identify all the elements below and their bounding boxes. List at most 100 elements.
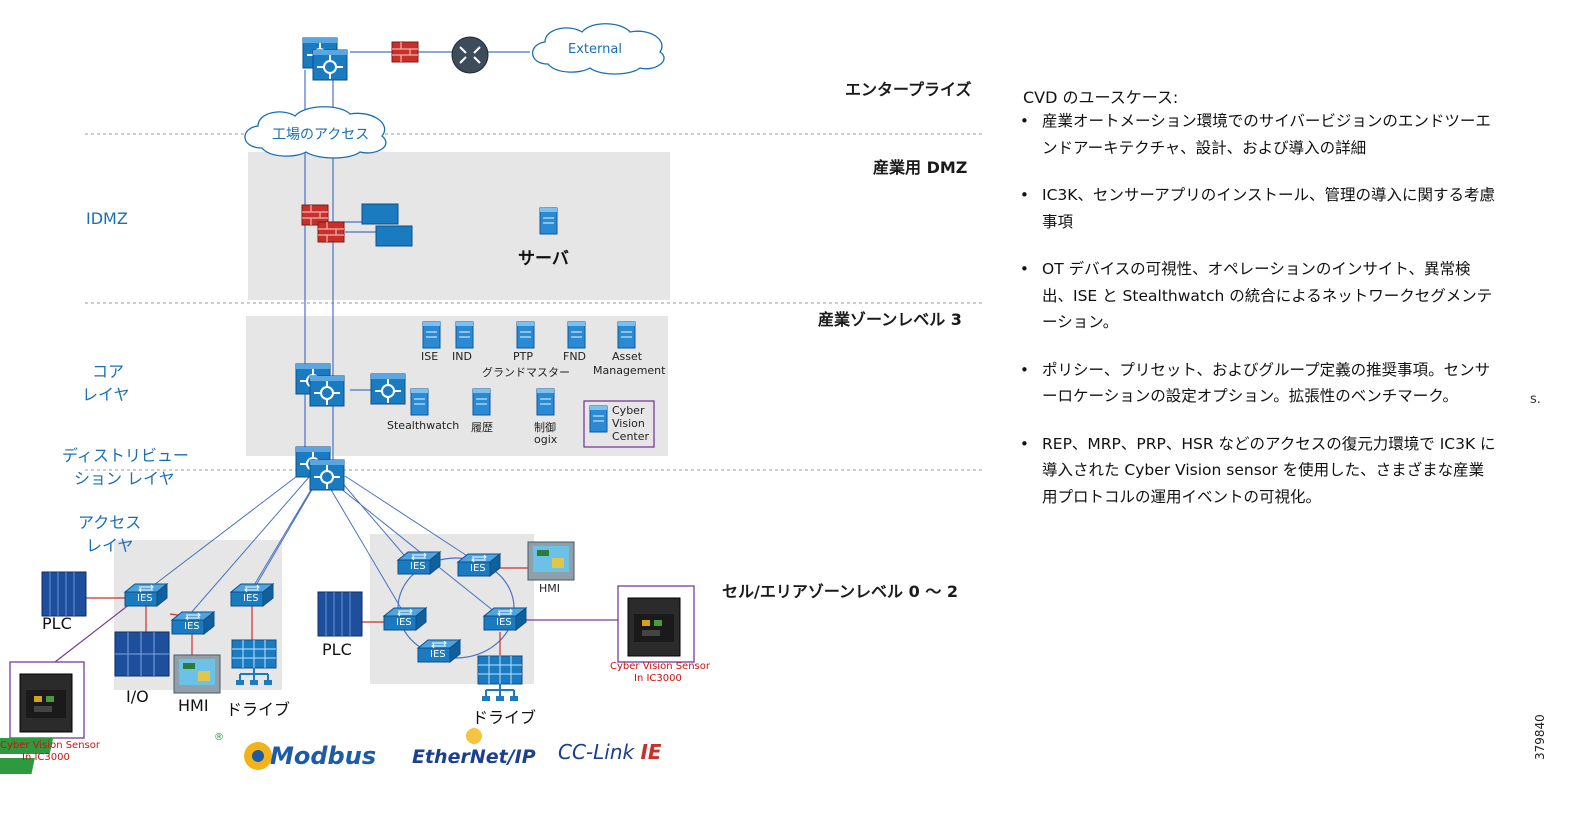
dist-links: [149, 469, 506, 621]
stealthwatch-server-icon: [410, 388, 429, 416]
ies-label-right-2: IES: [470, 563, 486, 574]
ethernetip-text: EtherNet/IP: [412, 746, 536, 768]
ptp-label-1: PTP: [513, 350, 533, 363]
cvs-right-box: [617, 585, 695, 663]
ise-label: ISE: [421, 350, 439, 363]
ic3000-right-icon: [627, 597, 681, 657]
usecase-item: ポリシー、プリセット、およびグループ定義の推奨事項。センサーロケーションの設定オ…: [1018, 357, 1498, 410]
factory-cloud: [244, 106, 387, 159]
usecase-title: CVD のユースケース:: [1023, 88, 1179, 107]
stray-mark: s.: [1530, 392, 1541, 407]
plc-left-label: PLC: [42, 614, 72, 633]
plc-left-icon: [41, 571, 87, 617]
usecase-item: IC3K、センサーアプリのインストール、管理の導入に関する考慮事項: [1018, 182, 1498, 235]
ise-server-icon: [422, 321, 441, 349]
dmz-server-label: サーバ: [518, 249, 569, 269]
core-switch-3: [370, 373, 406, 405]
drive-left-label: ドライブ: [226, 700, 291, 719]
layer-core-1: コア: [92, 362, 125, 381]
layer-dist-2: ション レイヤ: [74, 469, 175, 488]
plc-right-label: PLC: [322, 640, 352, 659]
profinet-registered-icon: ®: [214, 732, 224, 743]
core-switch-2: [309, 375, 345, 407]
ies-label-left-3: IES: [243, 593, 259, 604]
cvs-left-label-2: In IC3000: [22, 752, 70, 763]
ic3000-left-icon: [19, 673, 73, 733]
fnd-server-icon: [567, 321, 586, 349]
ptp-label-2: グランドマスター: [482, 366, 570, 379]
left-access-links: [86, 597, 253, 655]
cvs-right-label-2: In IC3000: [634, 673, 682, 684]
profinet-text-1: PROFI: [128, 738, 203, 753]
cclink-text-main: CC-Link: [558, 740, 635, 764]
router-icon: [451, 36, 489, 74]
factory-cloud-label: 工場のアクセス: [272, 127, 370, 143]
plc-right-icon: [317, 591, 363, 637]
asset-server-icon: [617, 321, 636, 349]
cclink-text-ie: IE: [640, 740, 662, 764]
usecase-list: 産業オートメーション環境でのサイバービジョンのエンドツーエンドアーキテクチャ、設…: [1018, 108, 1498, 531]
control-label-1: 制御: [534, 421, 556, 434]
layer-idmz: IDMZ: [86, 209, 128, 228]
ies-label-right-3: IES: [396, 617, 412, 628]
ies-label-right-5: IES: [430, 649, 446, 660]
dmz-firewall-2: [317, 221, 345, 243]
asset-label-2: Management: [593, 364, 666, 377]
enterprise-switch-2: [312, 49, 348, 81]
dmz-app-server-1: [361, 203, 399, 225]
cvc-label-2: Vision: [612, 417, 645, 430]
dmz-server-icon: [539, 207, 558, 235]
hmi-left-icon: [173, 654, 221, 694]
io-label: I/O: [126, 687, 149, 706]
zone-level3: 産業ゾーンレベル 3: [818, 310, 962, 329]
drive-right-label: ドライブ: [472, 708, 537, 727]
history-label: 履歴: [471, 421, 493, 434]
usecase-item: 産業オートメーション環境でのサイバービジョンのエンドツーエンドアーキテクチャ、設…: [1018, 108, 1498, 161]
zone-cell: セル/エリアゾーンレベル 0 ～ 2: [722, 582, 959, 601]
ies-label-right-1: IES: [410, 561, 426, 572]
dmz-app-server-2: [375, 225, 413, 247]
layer-access-1: アクセス: [78, 513, 142, 532]
ind-label: IND: [452, 350, 472, 363]
hmi-left-label: HMI: [178, 696, 209, 715]
asset-label-1: Asset: [612, 350, 643, 363]
modbus-logo: [244, 742, 272, 770]
dist-switch-2: [309, 459, 345, 491]
ethernetip-logo-dot: [466, 728, 482, 744]
layer-access-2: レイヤ: [86, 536, 134, 555]
cvc-label-1: Cyber: [612, 404, 645, 417]
cyber-vision-center-box: [583, 400, 655, 448]
cyber-vision-center-icon: [589, 405, 608, 433]
ies-label-left-1: IES: [137, 593, 153, 604]
zone-dmz: 産業用 DMZ: [873, 158, 968, 177]
ind-server-icon: [455, 321, 474, 349]
usecase-item: OT デバイスの可視性、オペレーションのインサイト、異常検出、ISE と Ste…: [1018, 256, 1498, 336]
enterprise-firewall: [391, 41, 419, 63]
usecase-item: REP、MRP、PRP、HSR などのアクセスの復元力環境で IC3K に導入さ…: [1018, 431, 1498, 511]
layer-dist-1: ディストリビュー: [62, 446, 189, 465]
hmi-right-label: HMI: [539, 582, 561, 595]
drive-right-icon: [477, 655, 523, 702]
control-server-icon: [536, 388, 555, 416]
modbus-text: Modbus: [270, 742, 377, 770]
cvc-label-3: Center: [612, 430, 650, 443]
hmi-right-icon: [527, 541, 575, 581]
layer-core-2: レイヤ: [82, 385, 130, 404]
fnd-label: FND: [563, 350, 587, 363]
control-label-2: ogix: [534, 433, 558, 446]
cvs-right-label-1: Cyber Vision Sensor: [610, 661, 710, 672]
external-cloud: [531, 23, 665, 75]
zone-enterprise: エンタープライズ: [845, 80, 972, 99]
ies-label-right-4: IES: [496, 617, 512, 628]
stealthwatch-label: Stealthwatch: [387, 419, 460, 432]
network-diagram: [0, 23, 985, 774]
cvs-left-label-1: Cyber Vision Sensor: [0, 740, 100, 751]
external-cloud-label: External: [568, 42, 622, 57]
ies-label-left-2: IES: [184, 621, 200, 632]
right-access-links: [360, 567, 528, 655]
profinet-text-2: NET: [132, 758, 185, 773]
history-server-icon: [472, 388, 491, 416]
ptp-server-icon: [516, 321, 535, 349]
profinet-logo: [0, 738, 54, 774]
dmz-zone-box: [248, 152, 670, 300]
